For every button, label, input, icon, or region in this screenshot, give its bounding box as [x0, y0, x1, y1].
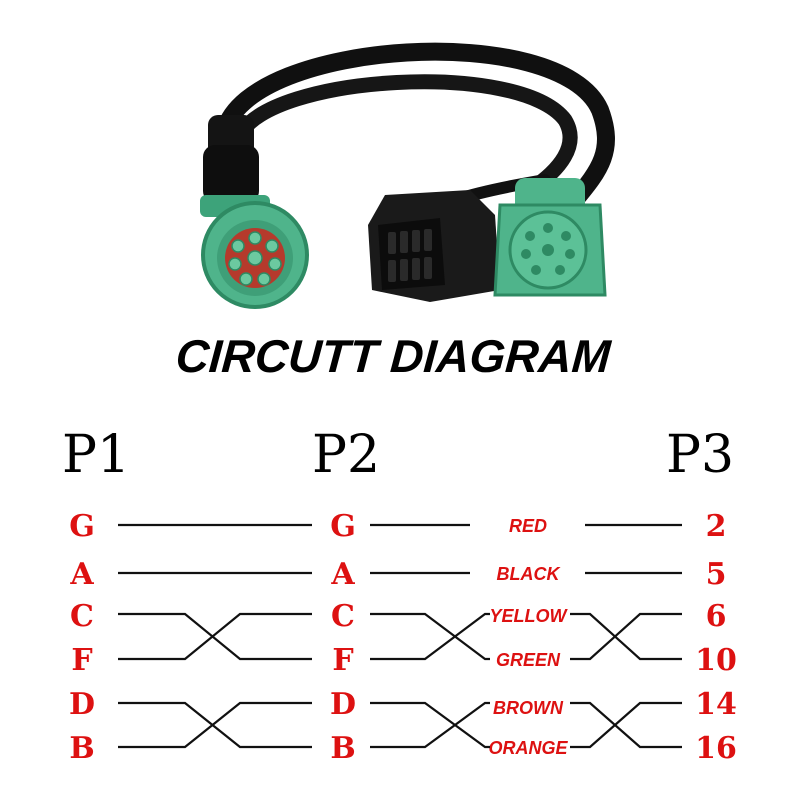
wire-p1-c-to-p2-f	[118, 612, 312, 661]
cable-inner	[232, 74, 578, 198]
wire-color-labels: RED BLACK YELLOW GREEN BROWN ORANGE	[488, 516, 568, 758]
cable-product-illustration	[200, 42, 615, 309]
wire-green-cross	[570, 612, 682, 661]
obd2-connector	[368, 190, 500, 302]
left-deutsch-connector	[200, 115, 309, 309]
p3-pin-6: 6	[706, 599, 727, 634]
wire-brown-cross	[570, 701, 682, 749]
p3-pin-labels: 2 5 6 10 14 16	[695, 509, 737, 766]
p3-pin-16: 16	[695, 731, 737, 766]
p2-pin-labels: G A C F D B	[330, 509, 356, 766]
wire-label-black: BLACK	[497, 564, 562, 584]
header-p2: P2	[312, 425, 380, 485]
p2-pin-g: G	[330, 509, 356, 544]
wire-p1-b-to-p2-d	[118, 701, 312, 749]
wire-label-green: GREEN	[496, 650, 561, 670]
p1-pin-c: C	[70, 599, 94, 634]
p1-pin-d: D	[69, 687, 95, 722]
p3-pin-5: 5	[706, 557, 727, 592]
wire-p2-b-cross	[370, 701, 490, 749]
wire-label-yellow: YELLOW	[490, 606, 569, 626]
wire-orange-cross	[570, 701, 682, 749]
wire-p1-d-to-p2-b	[118, 701, 312, 749]
wire-p2-c-cross	[370, 612, 490, 661]
cable-outer	[216, 42, 615, 209]
wire-label-orange: ORANGE	[488, 738, 568, 758]
p2-pin-d: D	[330, 687, 356, 722]
p2-pin-c: C	[331, 599, 355, 634]
wire-yellow-cross	[570, 612, 682, 661]
header-p3: P3	[666, 425, 734, 485]
wires	[118, 523, 682, 749]
p3-pin-10: 10	[695, 643, 737, 678]
diagram-title: CIRCUTT DIAGRAM	[174, 330, 614, 382]
p1-pin-a: A	[69, 557, 94, 592]
p1-pin-f: F	[71, 643, 92, 678]
p2-pin-f: F	[332, 643, 353, 678]
p2-pin-b: B	[330, 731, 355, 766]
wire-label-brown: BROWN	[493, 698, 564, 718]
p1-pin-labels: G A C F D B	[69, 509, 95, 766]
wire-p2-f-cross	[370, 612, 490, 661]
p1-pin-g: G	[69, 509, 95, 544]
wire-p2-d-cross	[370, 701, 490, 749]
header-p1: P1	[62, 425, 130, 485]
right-deutsch-connector	[493, 178, 607, 297]
wire-label-red: RED	[509, 516, 547, 536]
p3-pin-2: 2	[706, 509, 727, 544]
p2-pin-a: A	[330, 557, 355, 592]
wire-p1-f-to-p2-c	[118, 612, 312, 661]
p3-pin-14: 14	[695, 687, 737, 722]
p1-pin-b: B	[69, 731, 94, 766]
